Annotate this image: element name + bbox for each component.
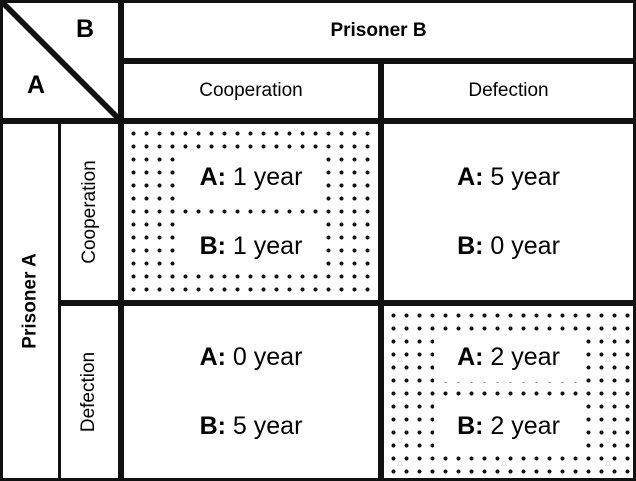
column-group-header-prisoner-b: Prisoner B <box>121 0 636 61</box>
payoff-cell-coop-def: A: 5 year B: 0 year <box>381 121 636 303</box>
payoff-cell-coop-coop: A: 1 year B: 1 year <box>121 121 381 303</box>
payoff-player-b-value: 0 year <box>490 232 560 260</box>
payoff-line-b: B: 5 year <box>184 409 319 444</box>
payoff-player-b-label: B: <box>199 412 226 440</box>
row-header-cooperation-label: Cooperation <box>78 160 100 264</box>
column-header-cooperation: Cooperation <box>121 61 381 121</box>
payoff-player-b-value: 2 year <box>490 412 560 440</box>
payoff-line-a: A: 0 year <box>184 340 319 375</box>
payoff-line-a: A: 2 year <box>441 340 576 375</box>
payoff-cell-def-coop: A: 0 year B: 5 year <box>121 303 381 481</box>
payoff-player-a-label: A: <box>199 343 226 371</box>
payoff-line-a: A: 1 year <box>183 160 319 195</box>
corner-label-row-player: A <box>27 71 46 99</box>
row-group-header-prisoner-a: Prisoner A <box>0 121 61 481</box>
payoff-line-b: B: 1 year <box>183 229 319 264</box>
row-header-defection: Defection <box>58 303 121 481</box>
corner-label-column-player: B <box>75 15 94 43</box>
payoff-player-a-value: 5 year <box>490 163 560 191</box>
payoff-player-b-label: B: <box>199 232 226 260</box>
payoff-player-b-value: 5 year <box>232 412 303 440</box>
payoff-cell-def-def: A: 2 year B: 2 year <box>381 303 636 481</box>
payoff-player-a-label: A: <box>457 343 484 371</box>
row-header-defection-label: Defection <box>78 351 100 433</box>
payoff-line-a: A: 5 year <box>441 160 576 195</box>
payoff-player-a-value: 1 year <box>232 163 303 191</box>
payoff-player-b-value: 1 year <box>232 232 303 260</box>
payoff-player-a-label: A: <box>457 163 484 191</box>
diagonal-divider-line <box>3 3 118 118</box>
payoff-player-a-label: A: <box>199 163 226 191</box>
row-group-header-label: Prisoner A <box>19 253 41 349</box>
payoff-player-b-label: B: <box>457 232 484 260</box>
column-header-defection: Defection <box>381 61 636 121</box>
matrix-corner-cell: B A <box>0 0 121 121</box>
payoff-line-b: B: 0 year <box>441 229 576 264</box>
payoff-line-b: B: 2 year <box>441 409 576 444</box>
row-header-cooperation: Cooperation <box>58 121 121 303</box>
payoff-player-a-value: 0 year <box>232 343 303 371</box>
payoff-player-a-value: 2 year <box>490 343 560 371</box>
payoff-player-b-label: B: <box>457 412 484 440</box>
